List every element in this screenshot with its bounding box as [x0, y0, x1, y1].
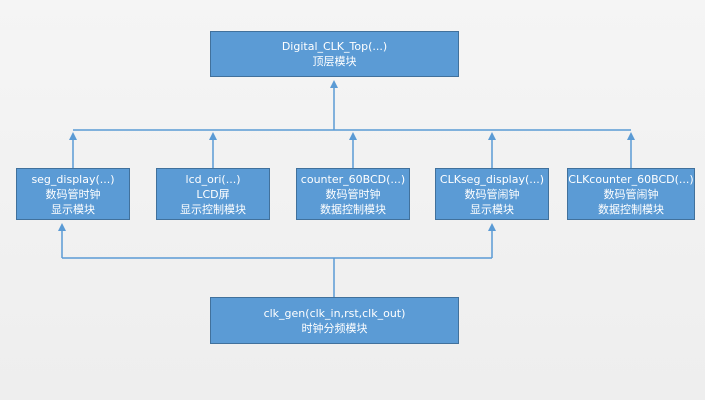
module-signature: CLKseg_display(...): [439, 172, 545, 186]
module-signature: seg_display(...): [31, 172, 115, 186]
module-label: 显示控制模块: [180, 202, 246, 216]
module-label: 数码管时钟: [325, 187, 381, 201]
top-module-signature: Digital_CLK_Top(...): [281, 40, 388, 53]
module-label: 数据控制模块: [598, 202, 664, 216]
module-label: LCD屏: [196, 187, 230, 201]
clock-module-signature: clk_gen(clk_in,rst,clk_out): [263, 306, 406, 320]
top-module-label: 顶层模块: [312, 55, 357, 68]
module-label: 显示模块: [470, 202, 514, 216]
top-module-box: Digital_CLK_Top(...) 顶层模块: [210, 31, 459, 77]
module-box-lcd-ori: lcd_ori(...) LCD屏 显示控制模块: [156, 168, 270, 220]
module-label: 数据控制模块: [320, 202, 386, 216]
module-signature: counter_60BCD(...): [300, 172, 406, 186]
module-signature: lcd_ori(...): [185, 172, 241, 186]
module-label: 数码管闹钟: [603, 187, 659, 201]
module-label: 显示模块: [51, 202, 95, 216]
module-label: 数码管时钟: [45, 187, 101, 201]
clock-module-label: 时钟分频模块: [301, 321, 368, 335]
module-box-clkseg-display: CLKseg_display(...) 数码管闹钟 显示模块: [435, 168, 549, 220]
module-signature: CLKcounter_60BCD(...): [568, 172, 694, 186]
module-box-seg-display: seg_display(...) 数码管时钟 显示模块: [16, 168, 130, 220]
module-label: 数码管闹钟: [464, 187, 520, 201]
module-box-counter-60bcd: counter_60BCD(...) 数码管时钟 数据控制模块: [296, 168, 410, 220]
module-box-clkcounter-60bcd: CLKcounter_60BCD(...) 数码管闹钟 数据控制模块: [567, 168, 695, 220]
clock-module-box: clk_gen(clk_in,rst,clk_out) 时钟分频模块: [210, 297, 459, 344]
